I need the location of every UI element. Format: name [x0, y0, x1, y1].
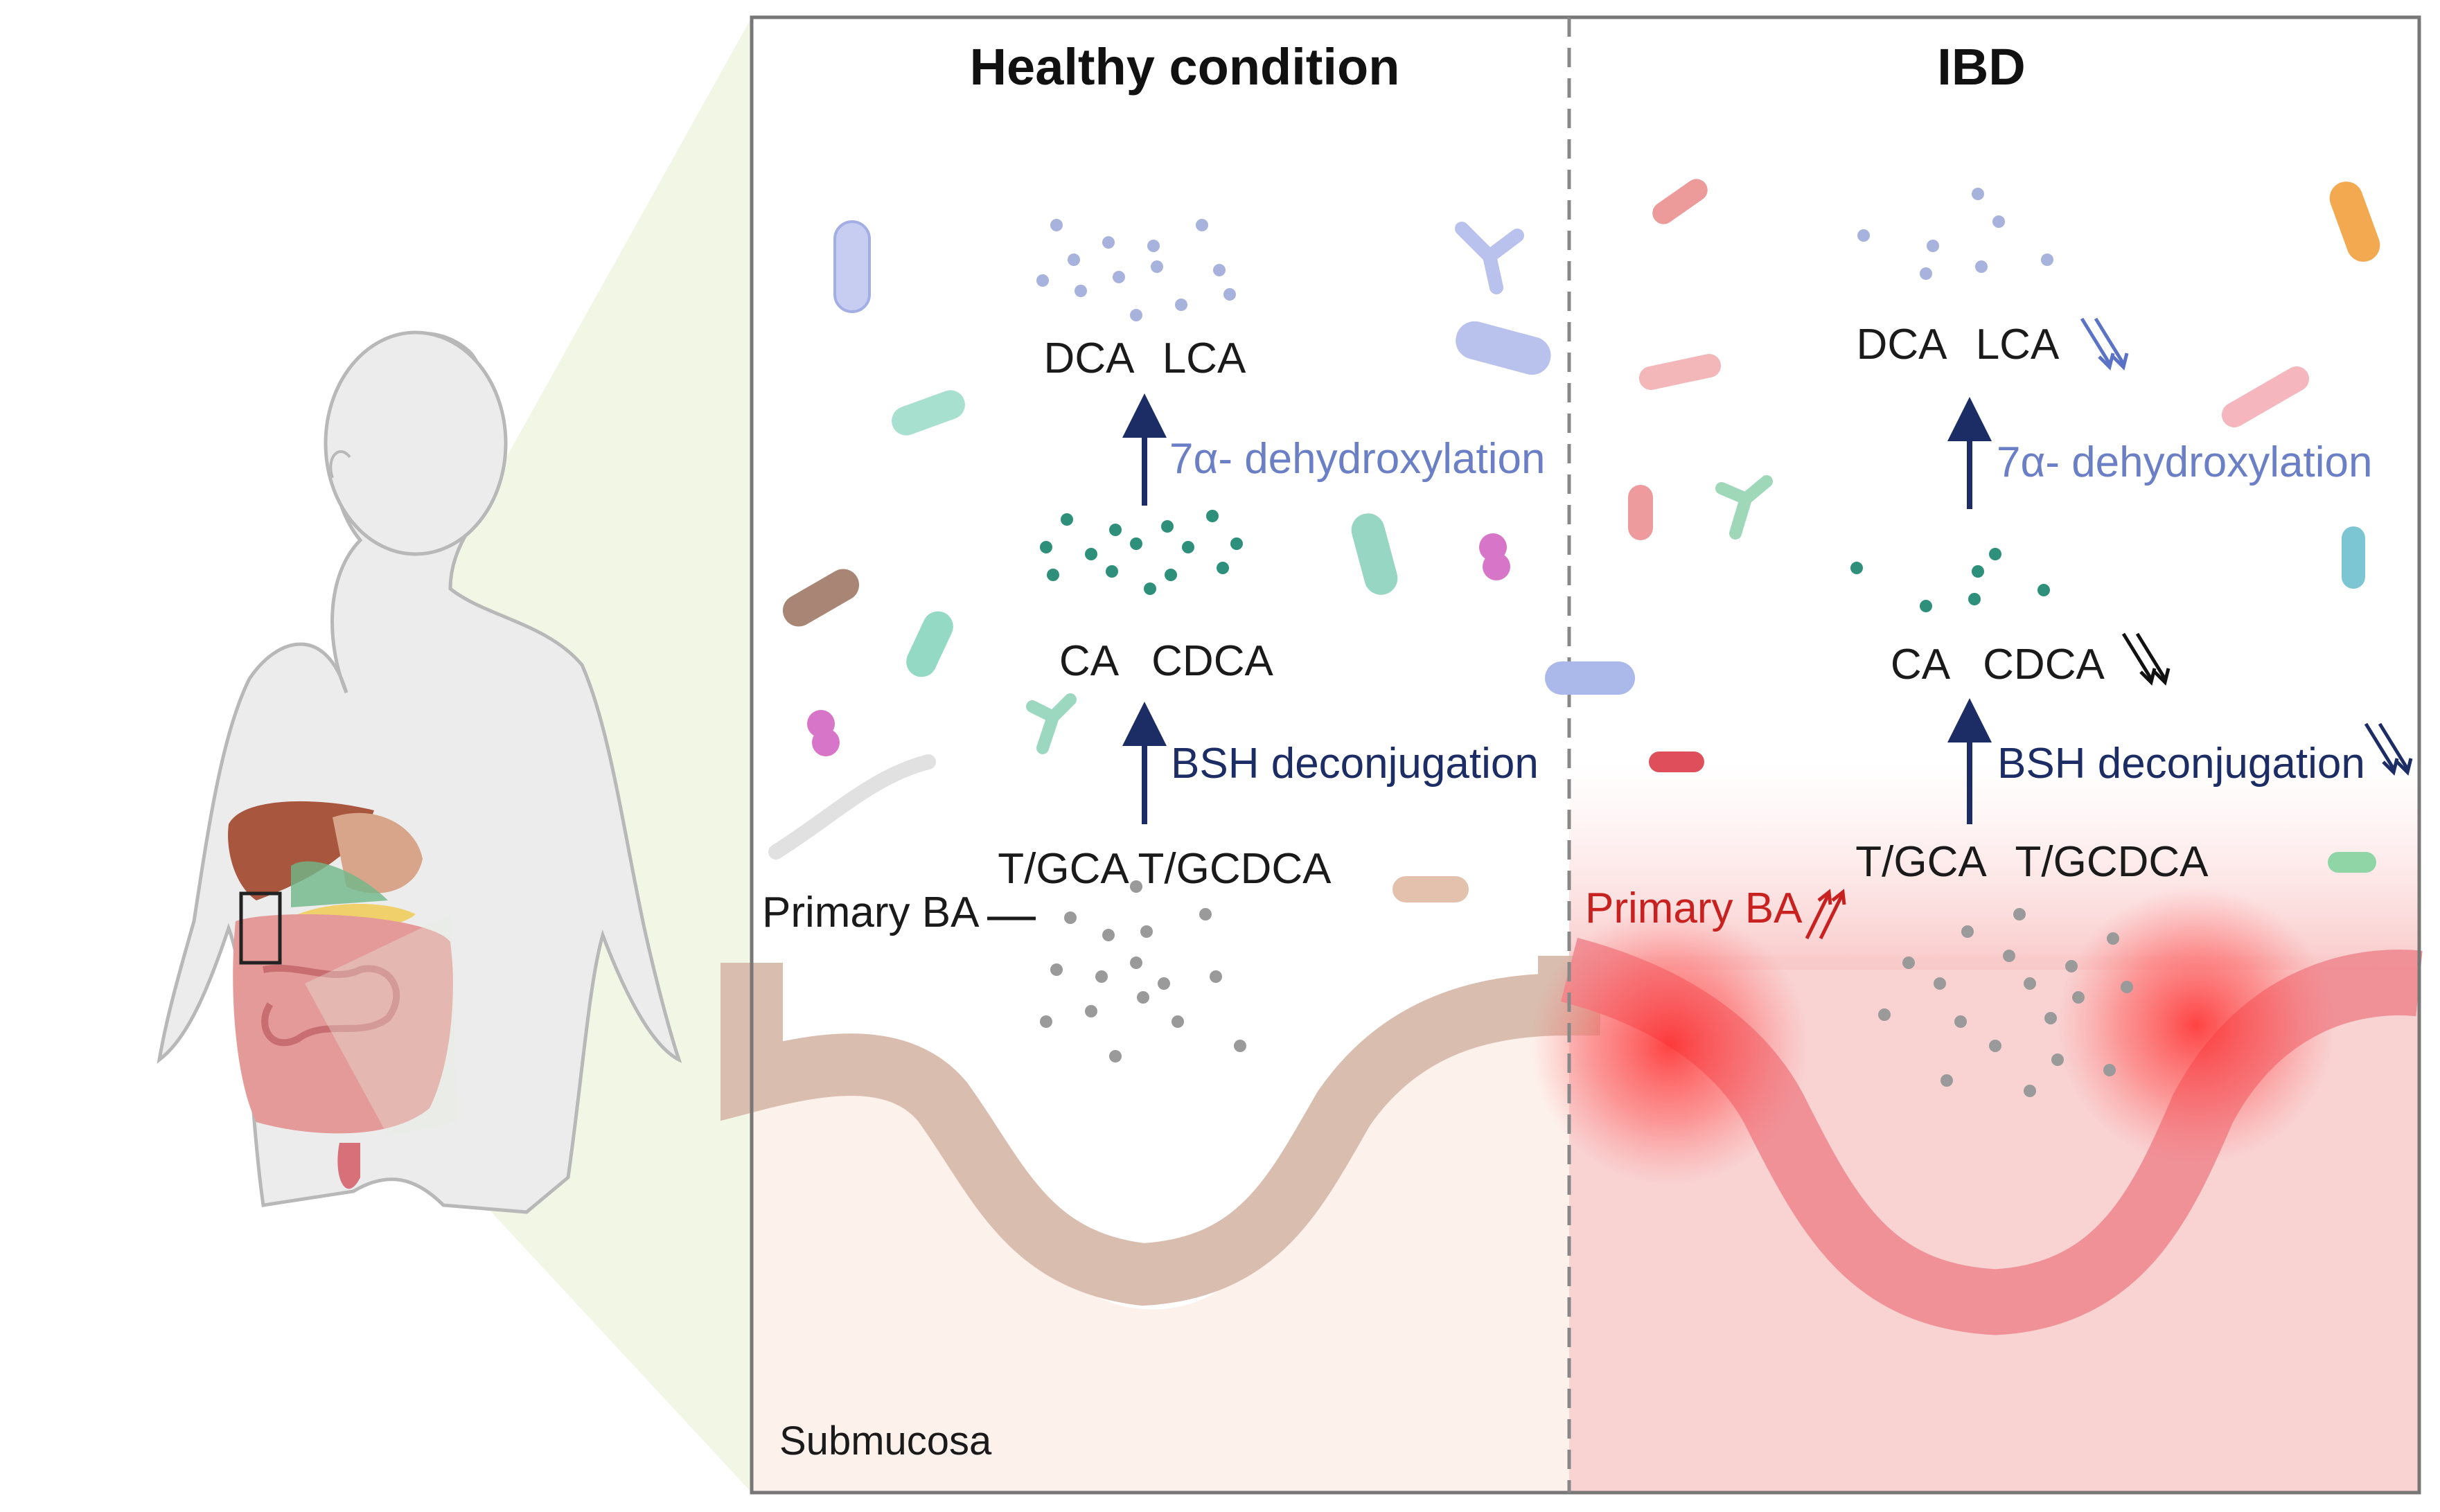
- ibd-lca-label: LCA: [1976, 321, 2060, 368]
- secondary-ba-dots-ibd: [1857, 188, 2053, 280]
- bacteria-icon: [768, 179, 2380, 902]
- healthy-cdca-label: CDCA: [1151, 637, 1273, 685]
- up-arrows-icon: [1805, 889, 1846, 940]
- ibd-primary-ba-label: Primary BA: [1585, 884, 1803, 932]
- healthy-lca-label: LCA: [1162, 335, 1246, 382]
- down-arrows-icon: [2121, 632, 2171, 686]
- human-body-icon: [157, 330, 682, 1214]
- ibd-title: IBD: [1937, 38, 2025, 96]
- ibd-ca-label: CA: [1891, 641, 1951, 688]
- healthy-dca-label: DCA: [1044, 335, 1135, 382]
- ibd-step2-label: BSH deconjugation: [1997, 740, 2365, 788]
- ibd-tgcdca-label: T/GCDCA: [2015, 838, 2209, 886]
- healthy-title: Healthy condition: [970, 38, 1400, 96]
- healthy-ca-label: CA: [1059, 637, 1120, 685]
- submucosa-label: Submucosa: [779, 1418, 992, 1464]
- primary-ba-dots-ibd: [1878, 908, 2133, 1097]
- secondary-ba-dots-healthy: [1036, 219, 1236, 321]
- ibd-tgca-label: T/GCA: [1855, 838, 1987, 886]
- healthy-tgca-label: T/GCA: [998, 845, 1129, 893]
- down-arrows-icon: [2080, 317, 2129, 371]
- unconjugated-ba-dots-healthy: [1040, 510, 1243, 595]
- healthy-step1-label: 7α- dehydroxylation: [1169, 435, 1545, 483]
- healthy-step2-label: BSH deconjugation: [1171, 740, 1539, 788]
- ibd-dca-label: DCA: [1857, 321, 1948, 368]
- healthy-epithelium: [720, 956, 1600, 1310]
- ibd-epithelium: [1531, 887, 2423, 1335]
- down-arrows-icon: [2364, 722, 2413, 776]
- ibd-cdca-label: CDCA: [1983, 641, 2105, 688]
- unconjugated-ba-dots-ibd: [1850, 548, 2050, 612]
- ibd-step1-label: 7α- dehydroxylation: [1997, 438, 2372, 486]
- healthy-tgcdca-label: T/GCDCA: [1138, 845, 1332, 893]
- primary-ba-dots-healthy: [1040, 880, 1246, 1062]
- healthy-primary-ba-label: Primary BA: [762, 889, 980, 936]
